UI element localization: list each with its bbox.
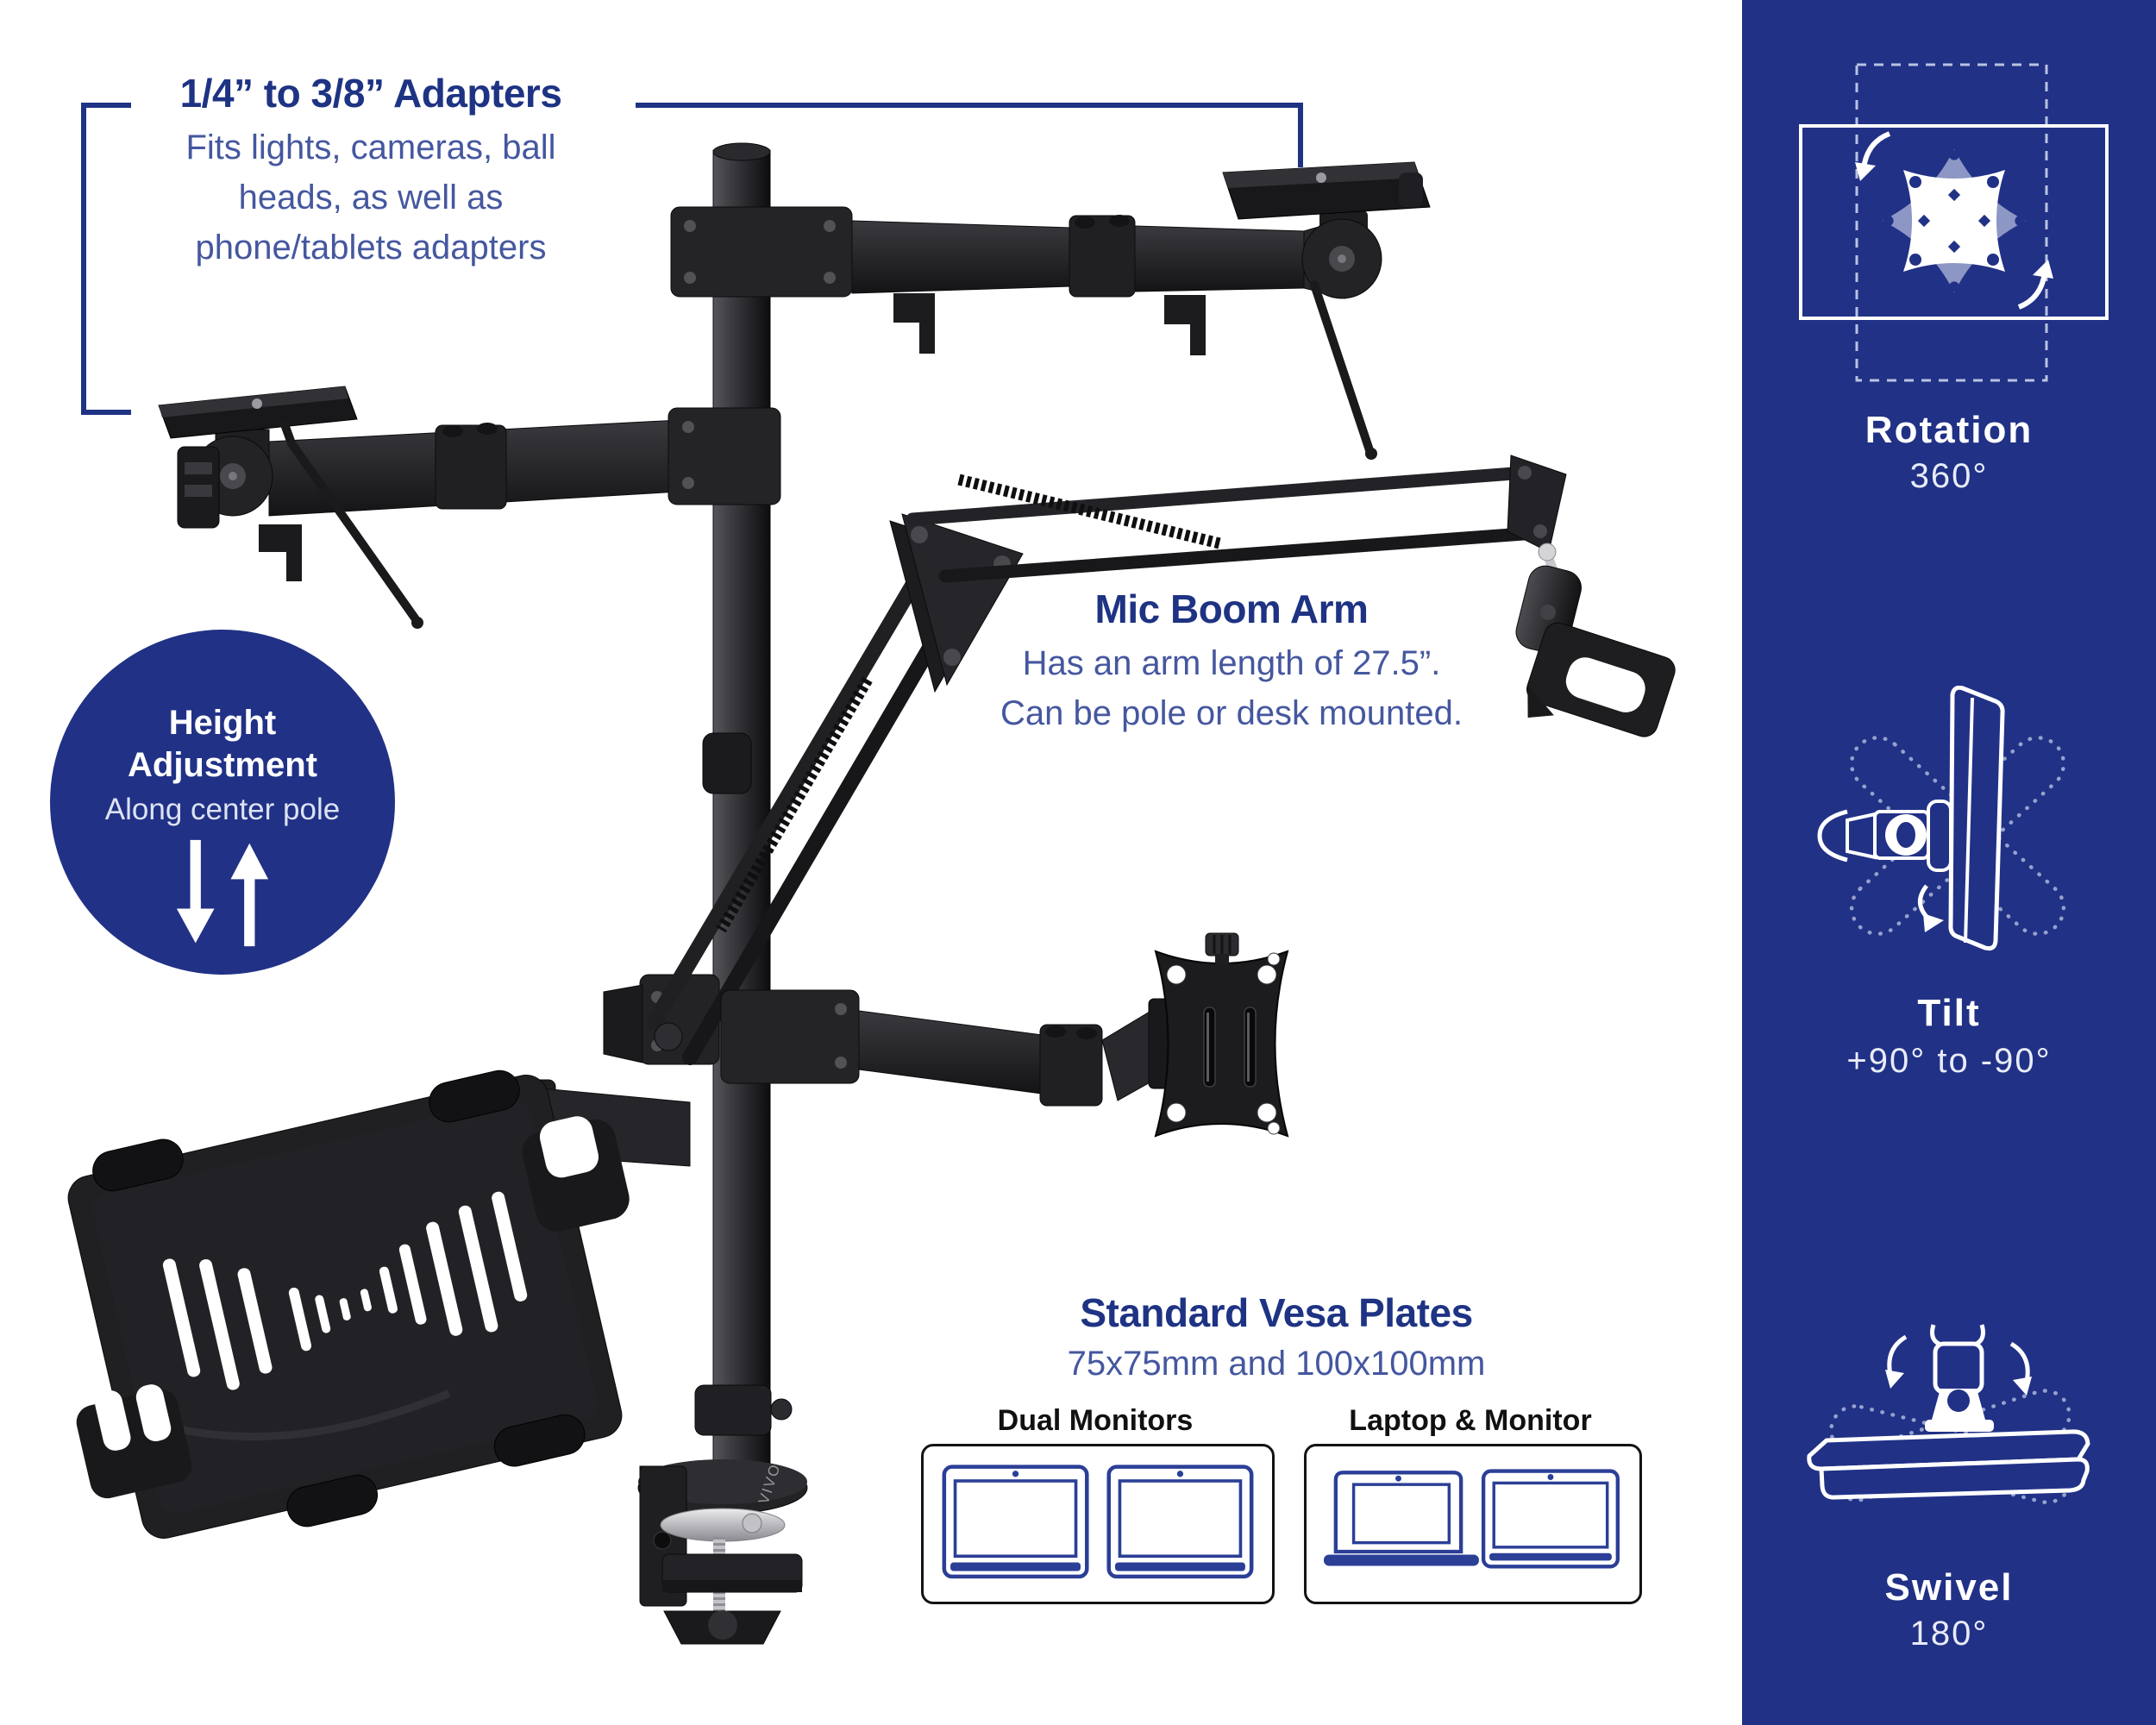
adapters-title: 1/4” to 3/8” Adapters [179, 71, 562, 116]
tray-corner-stoppers [92, 1070, 586, 1527]
top-camera-plate-adapter [1222, 161, 1431, 220]
mic-boom-title: Mic Boom Arm [1094, 586, 1369, 631]
height-title-line-1: Height [168, 704, 277, 742]
adapters-line-1: Fits lights, cameras, ball [185, 129, 556, 166]
height-adjustment-badge: Height Adjustment Along center pole [50, 630, 395, 975]
features-sidebar: Rotation 360° Tilt +90° to -90° [1742, 0, 2156, 1725]
vesa-title: Standard Vesa Plates [1080, 1290, 1473, 1335]
adapters-pointer-line [636, 103, 1303, 167]
top-adapter-arm [670, 161, 1431, 460]
center-pole [694, 142, 793, 1474]
feature-name-swivel: Swivel [1884, 1566, 2014, 1609]
height-subtitle: Along center pole [104, 793, 341, 826]
adapters-line-2: heads, as well as [238, 179, 504, 216]
clamp-steel-plate [660, 1508, 786, 1542]
mic-boom-arm [603, 455, 1676, 1065]
adapters-bracket-line [81, 103, 131, 415]
rotation-icon [1799, 63, 2109, 382]
boom-upper-spring [957, 474, 1221, 549]
feature-value-swivel: 180° [1909, 1615, 1989, 1653]
feature-value-rotation: 360° [1909, 457, 1989, 495]
left-arm-hook [259, 524, 302, 581]
mic-boom-line-1: Has an arm length of 27.5”. [1022, 644, 1441, 682]
swivel-icon [1807, 1324, 2090, 1505]
monitor-arm [720, 932, 1289, 1138]
feature-name-rotation: Rotation [1865, 409, 2034, 451]
pole-cable-clip [702, 732, 752, 794]
mic-boom-line-2: Can be pole or desk mounted. [1000, 694, 1463, 732]
laptop-monitor-box [1304, 1444, 1642, 1604]
up-down-arrows-icon [176, 839, 269, 947]
dual-monitors-box [921, 1444, 1275, 1604]
top-allen-key [1310, 280, 1374, 455]
mic-clip [1515, 543, 1676, 737]
height-title-line-2: Adjustment [128, 746, 317, 784]
left-adapter-arm [158, 386, 781, 629]
swivel-monitor-top-view [1807, 1429, 2090, 1500]
adapters-description: Fits lights, cameras, ball heads, as wel… [91, 122, 651, 273]
rotation-front-plate [1903, 170, 2005, 272]
laptop-tray [67, 1070, 630, 1539]
boom-lower-spring [716, 676, 873, 933]
config-label-dual-monitors: Dual Monitors [997, 1404, 1194, 1437]
config-label-laptop-monitor: Laptop & Monitor [1349, 1404, 1592, 1437]
laptop-monitor-icon [1324, 1469, 1620, 1569]
tray-vent-slots [162, 1191, 528, 1390]
dual-monitors-icon [942, 1465, 1254, 1579]
feature-value-tilt: +90° to -90° [1846, 1042, 2052, 1080]
tray-left-clip [76, 1384, 192, 1499]
pole-collar [694, 1384, 772, 1436]
tilt-icon [1817, 686, 2066, 951]
tilt-monitor [1948, 686, 2005, 951]
vesa-subtitle: 75x75mm and 100x100mm [1067, 1345, 1486, 1383]
adapters-line-3: phone/tablets adapters [195, 229, 547, 267]
tray-right-clip [522, 1116, 630, 1232]
feature-name-tilt: Tilt [1917, 992, 1981, 1034]
clamp-knob [663, 1610, 781, 1645]
arm-hook [1164, 295, 1206, 355]
vesa-plate [1154, 932, 1289, 1138]
mic-boom-description: Has an arm length of 27.5”. Can be pole … [887, 638, 1576, 738]
boom-pivot [901, 513, 1024, 687]
desk-clamp: VIVO [637, 1459, 808, 1645]
left-allen-key [280, 420, 420, 624]
vesa-thumbscrew [1205, 932, 1239, 964]
left-camera-plate-adapter [158, 386, 358, 439]
arm-hook [893, 293, 935, 354]
